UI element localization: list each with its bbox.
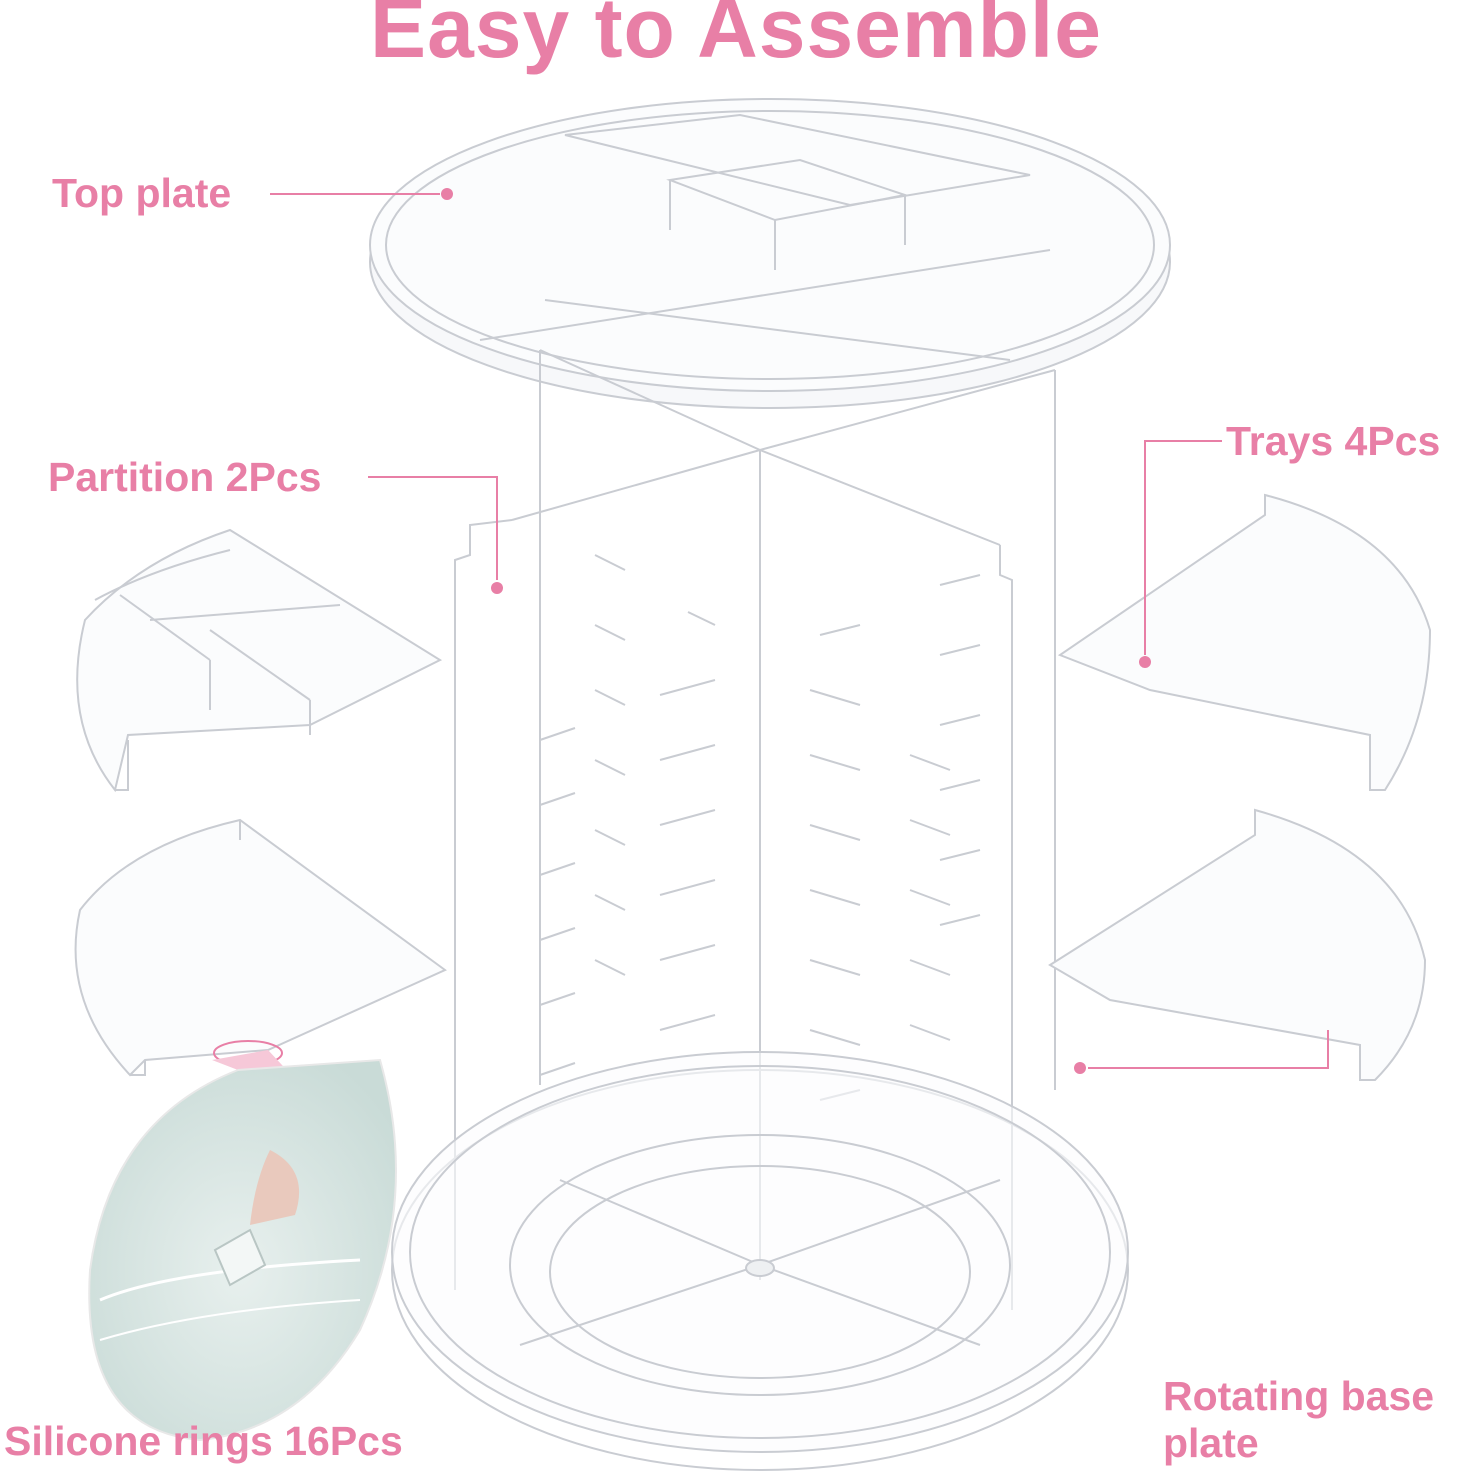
- tray-right-bottom: [1048, 808, 1427, 1081]
- callout-dot-trays: [1139, 656, 1151, 668]
- tray-left-top: [76, 528, 443, 793]
- tray-left-bottom: [74, 818, 447, 1077]
- label-silicone-rings: Silicone rings 16Pcs: [4, 1418, 403, 1464]
- label-partition: Partition 2Pcs: [48, 454, 322, 500]
- label-rotating-base-line2: plate: [1163, 1420, 1259, 1466]
- top-plate-graphic: [369, 98, 1171, 409]
- callout-dot-rotating-base: [1074, 1062, 1086, 1074]
- base-plate-graphic: [391, 1051, 1129, 1471]
- peg-slots: [539, 554, 981, 1101]
- label-trays: Trays 4Pcs: [1226, 418, 1441, 464]
- label-top-plate: Top plate: [52, 170, 232, 216]
- callout-dot-top-plate: [441, 188, 453, 200]
- callout-line-rotating-base: [1088, 1030, 1329, 1069]
- callouts: [270, 188, 1329, 1074]
- page-title: Easy to Assemble: [370, 0, 1102, 75]
- organizer-drawing: [74, 98, 1432, 1471]
- callout-dot-partition: [491, 582, 503, 594]
- tray-right-top: [1057, 493, 1432, 791]
- callout-line-partition: [368, 476, 498, 580]
- label-rotating-base-line1: Rotating base: [1163, 1373, 1435, 1419]
- silicone-ring-zoom: [88, 1050, 397, 1442]
- partition-graphic: [454, 349, 1056, 1310]
- callout-line-trays: [1144, 440, 1222, 655]
